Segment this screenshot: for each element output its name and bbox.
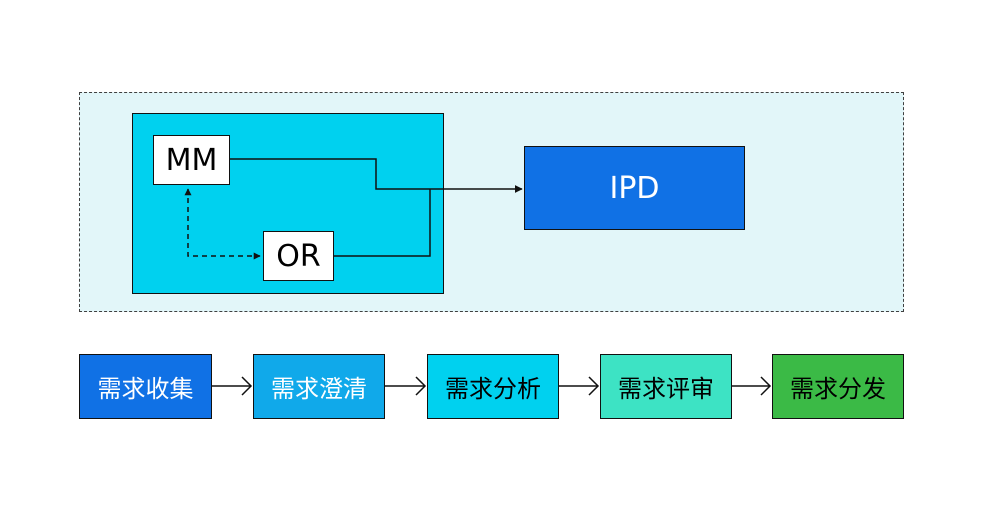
- connector-mm-to-ipd: [230, 158, 523, 193]
- connector-or-to-ipd: [334, 189, 431, 257]
- dashed-connector-mm-or: [184, 188, 261, 260]
- step-analyze: 需求分析: [427, 354, 559, 419]
- step-collect-label: 需求收集: [97, 375, 194, 403]
- node-ipd-label: IPD: [609, 170, 660, 206]
- node-or-label: OR: [276, 238, 321, 274]
- step-clarify: 需求澄清: [253, 354, 385, 419]
- step-analyze-label: 需求分析: [445, 375, 541, 403]
- node-ipd: IPD: [524, 146, 745, 230]
- node-mm-label: MM: [165, 142, 218, 178]
- flow-arrow-4: [732, 376, 772, 396]
- node-or: OR: [263, 231, 334, 281]
- step-collect: 需求收集: [79, 354, 212, 419]
- node-mm: MM: [153, 135, 230, 185]
- step-distribute-label: 需求分发: [790, 375, 886, 403]
- step-review: 需求评审: [600, 354, 732, 419]
- step-distribute: 需求分发: [772, 354, 904, 419]
- step-clarify-label: 需求澄清: [271, 375, 367, 403]
- flow-arrow-2: [385, 376, 427, 396]
- step-review-label: 需求评审: [618, 375, 714, 403]
- flow-arrow-3: [559, 376, 600, 396]
- flow-arrow-1: [212, 376, 253, 396]
